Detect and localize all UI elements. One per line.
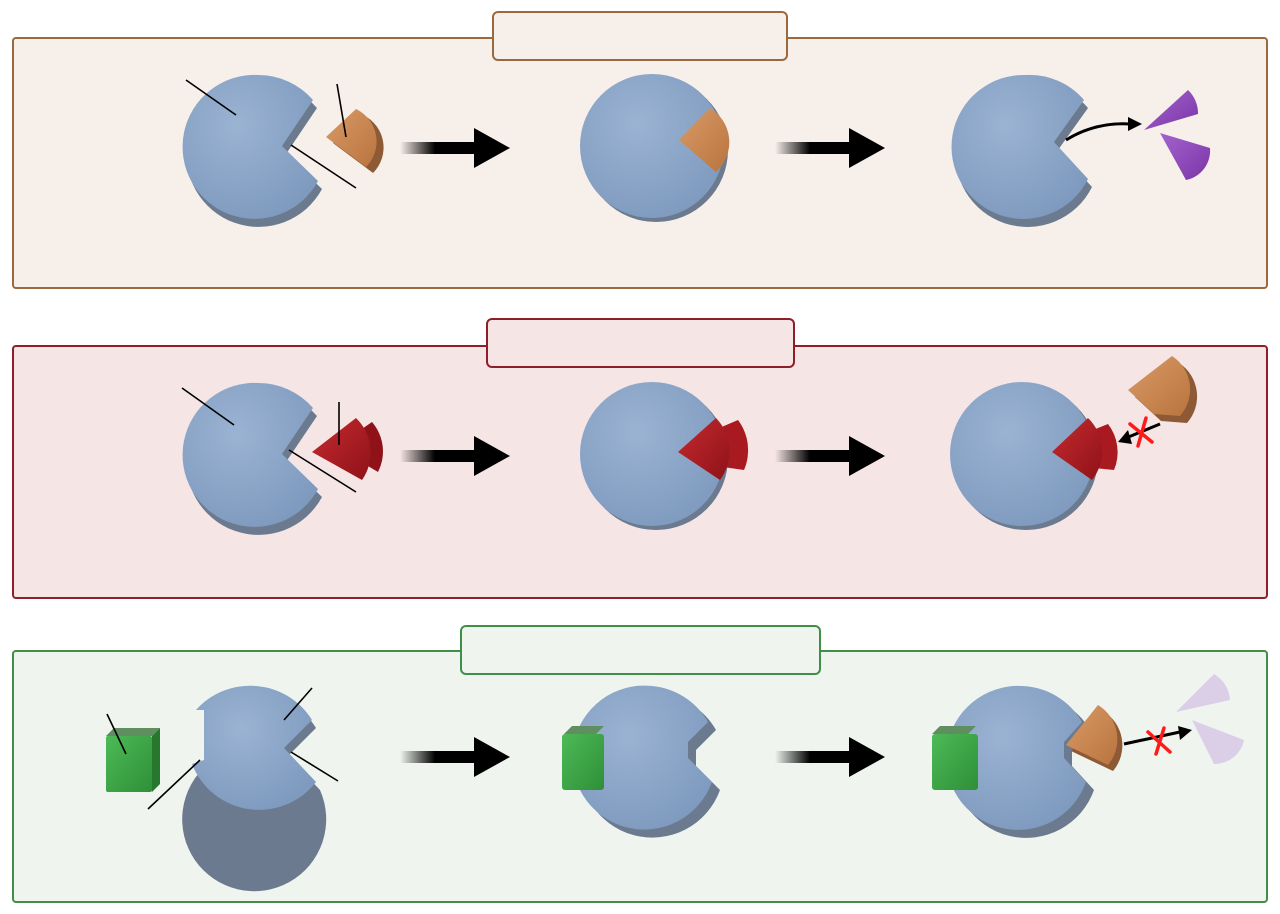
substrate-wedge	[1066, 705, 1123, 771]
substrate-wedge	[326, 109, 384, 173]
leader-lines	[106, 687, 339, 810]
reaction-arrow	[400, 737, 510, 777]
inhibitor-wedge	[678, 418, 749, 480]
product-wedge	[1176, 674, 1244, 765]
panel-title-normal-reaction	[492, 11, 788, 61]
enzyme-shape	[580, 74, 728, 222]
reaction-arrow	[400, 128, 510, 168]
enzyme-shape	[580, 382, 728, 530]
enzyme-shape	[572, 685, 720, 838]
substrate-wedge	[1128, 356, 1198, 423]
release-arrow	[1065, 117, 1142, 142]
enzyme-shape	[950, 382, 1098, 530]
allosteric-cube	[932, 726, 978, 790]
blocked-x-mark	[1128, 416, 1154, 448]
reaction-arrow	[775, 128, 885, 168]
enzyme-shape	[946, 685, 1094, 838]
enzyme-shape	[182, 74, 322, 227]
reaction-arrow	[775, 436, 885, 476]
blocked-x-mark	[1146, 726, 1172, 756]
reaction-arrow	[775, 737, 885, 777]
enzyme-shape	[182, 685, 327, 892]
inhibitor-wedge	[312, 418, 383, 480]
product-wedge	[1144, 90, 1211, 180]
leader-lines	[185, 79, 357, 189]
inhibitor-wedge	[1052, 418, 1118, 480]
panel-title-competitive-inhibition	[486, 318, 795, 368]
allosteric-cube	[106, 728, 160, 792]
leader-lines	[181, 387, 357, 493]
enzyme-shape	[182, 382, 322, 535]
enzyme-shape	[951, 74, 1092, 227]
allosteric-cube	[562, 726, 604, 790]
substrate-wedge	[679, 108, 730, 172]
reaction-arrow	[400, 436, 510, 476]
panel-title-noncompetitive-inhibition	[460, 625, 821, 675]
